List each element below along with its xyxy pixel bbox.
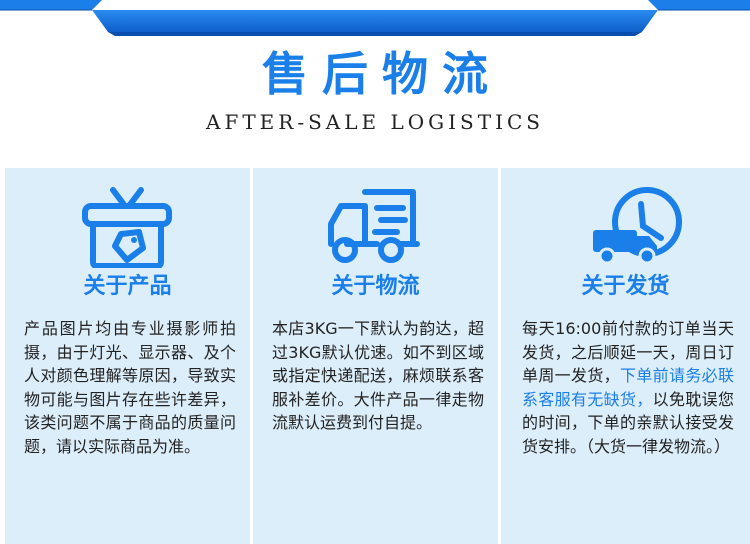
card-title-logistics: 关于物流 bbox=[331, 274, 420, 299]
card-logistics: 关于物流 本店3KG一下默认为韵达，超过3KG默认优速。如不到区域或指定快递配送… bbox=[253, 168, 498, 544]
shipping-text-part: 以免耽误您的时间，下单的亲默认接受发货安排。（大货一律发物流。） bbox=[522, 389, 734, 456]
clock-truck-icon bbox=[593, 187, 682, 265]
card-title-shipping: 关于发货 bbox=[581, 274, 670, 299]
shipping-text-part: 每天16:00前付款的订单当天发货，之后顺延一天，周日订单周一发货， bbox=[522, 319, 734, 385]
card-text-logistics: 本店3KG一下默认为韵达，超过3KG默认优速。如不到区域或指定快递配送，麻烦联系… bbox=[272, 319, 484, 432]
delivery-truck-icon bbox=[328, 189, 420, 263]
card-shipping: 关于发货 每天16:00前付款的订单当天发货，之后顺延一天，周日订单周一发货，下… bbox=[501, 168, 750, 544]
card-product: 关于产品 产品图片均由专业摄影师拍摄，由于灯光、显示器、及个人对颜色理解等原因，… bbox=[5, 168, 250, 544]
card-title-product: 关于产品 bbox=[83, 274, 172, 299]
page-subtitle: AFTER-SALE LOGISTICS bbox=[206, 110, 544, 134]
top-banner-decoration bbox=[0, 0, 750, 36]
page-title: 售后物流 bbox=[262, 47, 502, 101]
card-text-product: 产品图片均由专业摄影师拍摄，由于灯光、显示器、及个人对颜色理解等原因，导致实物可… bbox=[24, 319, 236, 456]
gift-box-tag-icon bbox=[82, 187, 172, 268]
shipping-text-highlight: 下单前请务必联系客服有无缺货， bbox=[522, 366, 734, 409]
card-text-shipping: 每天16:00前付款的订单当天发货，之后顺延一天，周日订单周一发货，下单前请务必… bbox=[522, 317, 734, 458]
